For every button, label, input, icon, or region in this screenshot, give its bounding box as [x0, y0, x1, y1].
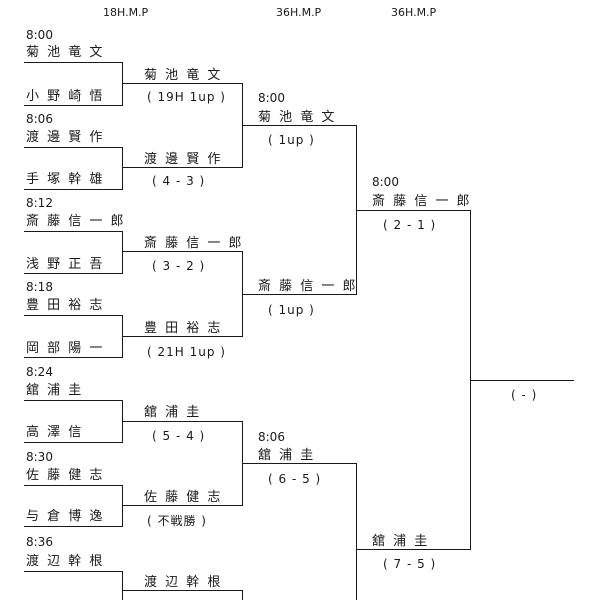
bracket-line: [24, 315, 122, 317]
header-round2: 36H.M.P: [276, 6, 322, 19]
round2-winner: 渡 邊 賢 作: [144, 152, 223, 167]
bracket-line: [122, 167, 142, 169]
bracket-line: [24, 105, 122, 107]
bracket-line: [142, 251, 242, 253]
bracket-line: [24, 485, 122, 487]
bracket-line: [356, 549, 370, 551]
player-name: 与 倉 博 逸: [26, 509, 105, 524]
match-time: 8:18: [26, 280, 53, 294]
match-time: 8:00: [26, 28, 53, 42]
bracket-line: [256, 125, 356, 127]
match-time: 8:24: [26, 365, 53, 379]
bracket-line: [24, 526, 122, 528]
bracket-line: [370, 210, 470, 212]
round3-score: ( 6 - 5 ): [268, 472, 322, 486]
bracket-line: [470, 210, 472, 550]
round2-winner: 豊 田 裕 志: [144, 321, 223, 336]
bracket-line: [242, 463, 256, 465]
bracket-line: [470, 380, 484, 382]
player-name: 浅 野 正 吾: [26, 257, 105, 272]
player-name: 斎 藤 信 一 郎: [26, 214, 126, 229]
round3-score: ( 1up ): [268, 133, 315, 147]
bracket-line: [484, 380, 574, 382]
bracket-line: [142, 167, 242, 169]
bracket-line: [24, 231, 122, 233]
round3-score: ( 1up ): [268, 303, 315, 317]
bracket-line: [122, 83, 142, 85]
player-name: 舘 浦 圭: [26, 383, 84, 398]
bracket-line: [122, 251, 142, 253]
bracket-line: [242, 251, 244, 337]
match-time: 8:00: [258, 91, 285, 105]
round2-winner: 渡 辺 幹 根: [144, 575, 223, 590]
header-round3: 36H.M.P: [391, 6, 437, 19]
bracket-line: [24, 571, 122, 573]
bracket-line: [24, 400, 122, 402]
bracket-line: [256, 463, 356, 465]
match-time: 8:12: [26, 196, 53, 210]
player-name: 岡 部 陽 一: [26, 341, 105, 356]
player-name: 手 塚 幹 雄: [26, 172, 105, 187]
round2-score: ( 19H 1up ): [147, 90, 226, 104]
match-time: 8:06: [258, 430, 285, 444]
bracket-line: [142, 505, 242, 507]
round2-score: ( 5 - 4 ): [152, 429, 206, 443]
bracket-line: [142, 83, 242, 85]
player-name: 菊 池 竜 文: [26, 45, 105, 60]
bracket-line: [24, 357, 122, 359]
round2-winner: 菊 池 竜 文: [144, 68, 223, 83]
player-name: 高 澤 信: [26, 425, 84, 440]
player-name: 渡 辺 幹 根: [26, 554, 105, 569]
match-time: 8:30: [26, 450, 53, 464]
round4-winner: 斎 藤 信 一 郎: [372, 194, 472, 209]
bracket-line: [122, 231, 124, 274]
final-score: ( - ): [511, 388, 538, 402]
bracket-line: [242, 294, 256, 296]
player-name: 豊 田 裕 志: [26, 298, 105, 313]
round4-winner: 舘 浦 圭: [372, 534, 430, 549]
round2-score: ( 3 - 2 ): [152, 259, 206, 273]
player-name: 小 野 崎 悟: [26, 89, 105, 104]
round2-score: ( 不戦勝 ): [147, 514, 207, 528]
bracket-line: [122, 590, 142, 592]
bracket-line: [242, 125, 256, 127]
round2-score: ( 4 - 3 ): [152, 174, 206, 188]
bracket-line: [122, 336, 142, 338]
match-time: 8:06: [26, 112, 53, 126]
bracket-line: [122, 505, 142, 507]
bracket-line: [122, 421, 142, 423]
bracket-line: [356, 210, 370, 212]
round3-winner: 斎 藤 信 一 郎: [258, 279, 358, 294]
round2-winner: 佐 藤 健 志: [144, 490, 223, 505]
round2-winner: 斎 藤 信 一 郎: [144, 236, 244, 251]
round3-winner: 舘 浦 圭: [258, 448, 316, 463]
round3-winner: 菊 池 竜 文: [258, 110, 337, 125]
bracket-line: [122, 147, 124, 190]
round4-score: ( 7 - 5 ): [383, 557, 437, 571]
bracket-line: [142, 421, 242, 423]
header-round1: 18H.M.P: [103, 6, 149, 19]
bracket-line: [356, 463, 358, 600]
bracket-line: [256, 294, 356, 296]
round2-winner: 舘 浦 圭: [144, 405, 202, 420]
match-time: 8:00: [372, 175, 399, 189]
round4-score: ( 2 - 1 ): [383, 218, 437, 232]
bracket-line: [24, 442, 122, 444]
match-time: 8:36: [26, 535, 53, 549]
bracket-line: [142, 336, 242, 338]
bracket-line: [24, 62, 122, 64]
player-name: 佐 藤 健 志: [26, 468, 105, 483]
player-name: 渡 邊 賢 作: [26, 130, 105, 145]
bracket-line: [24, 189, 122, 191]
round2-score: ( 21H 1up ): [147, 345, 226, 359]
bracket-line: [370, 549, 470, 551]
bracket-line: [24, 147, 122, 149]
bracket-line: [122, 571, 124, 600]
bracket-line: [356, 125, 358, 295]
bracket-line: [142, 590, 242, 592]
bracket-line: [242, 590, 244, 600]
bracket-line: [24, 273, 122, 275]
